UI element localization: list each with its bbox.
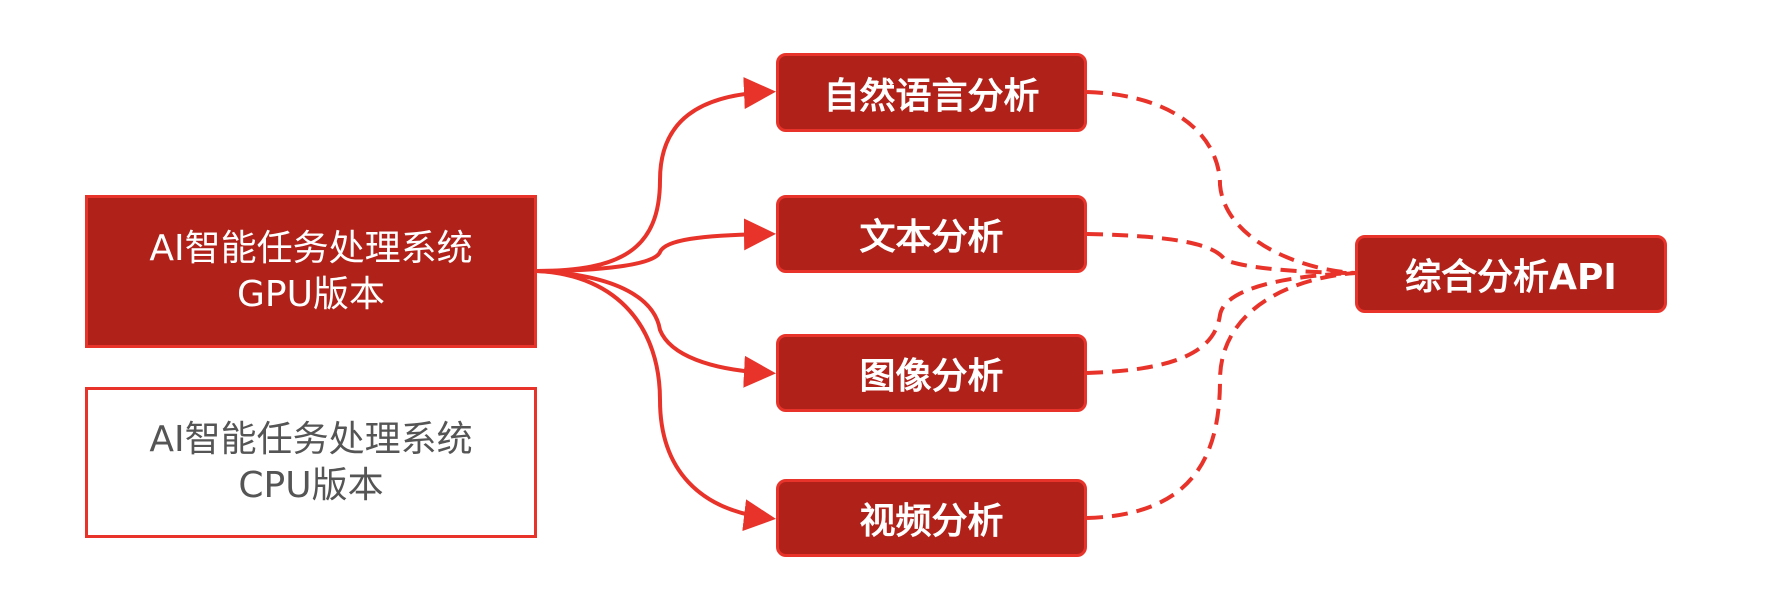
cpu-line2: CPU版本 — [238, 464, 384, 506]
arrow-to-video — [536, 269, 776, 532]
module-label: 文本分析 — [859, 217, 1004, 258]
module-nlp: 自然语言分析 — [776, 53, 1087, 132]
dashed-image-api — [1086, 271, 1356, 375]
cpu-system-box: AI智能任务处理系统 CPU版本 — [85, 387, 537, 538]
arrow-to-nlp — [536, 77, 776, 273]
arrow-to-image — [536, 269, 776, 388]
target-label: 综合分析API — [1405, 257, 1617, 298]
gpu-line2: GPU版本 — [237, 273, 385, 315]
module-label: 图像分析 — [859, 356, 1004, 397]
dashed-text-api — [1086, 232, 1356, 275]
module-label: 自然语言分析 — [823, 75, 1040, 117]
module-image: 图像分析 — [776, 334, 1087, 412]
module-video: 视频分析 — [776, 479, 1087, 557]
gpu-system-box: AI智能任务处理系统 GPU版本 — [85, 195, 537, 348]
dashed-nlp-api — [1086, 90, 1356, 275]
module-label: 视频分析 — [859, 501, 1004, 542]
arrow-to-text — [536, 218, 776, 273]
gpu-line1: AI智能任务处理系统 — [149, 227, 473, 269]
dashed-video-api — [1086, 271, 1356, 520]
module-text: 文本分析 — [776, 195, 1087, 273]
cpu-line1: AI智能任务处理系统 — [149, 418, 473, 460]
target-api: 综合分析API — [1355, 235, 1667, 313]
